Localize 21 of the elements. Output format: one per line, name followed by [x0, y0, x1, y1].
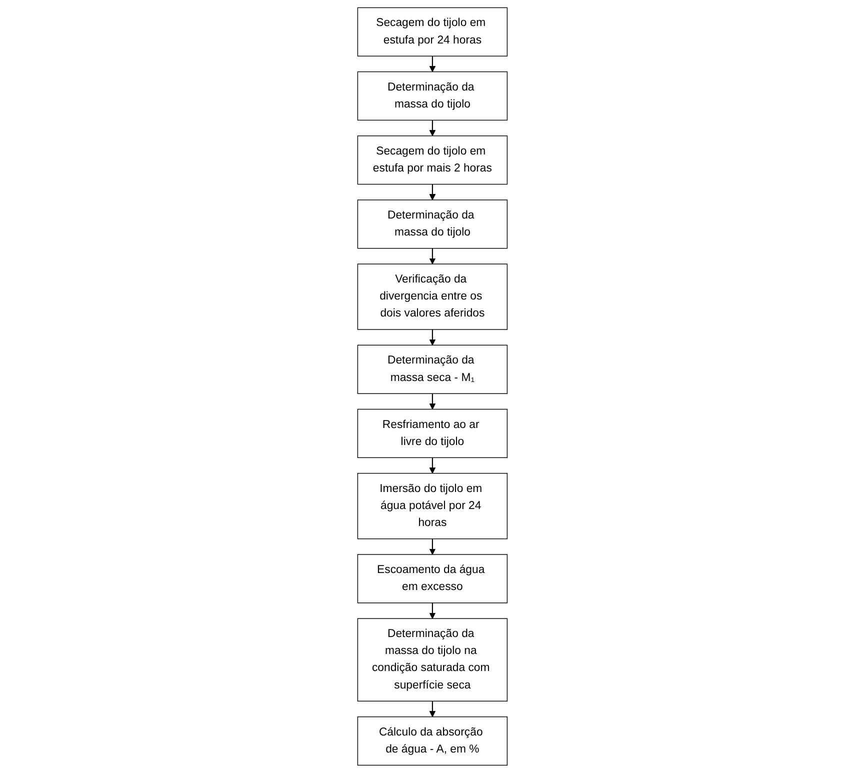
arrow	[428, 538, 436, 555]
arrow	[428, 330, 436, 346]
node-box: Determinação da massa do tijolo	[356, 200, 508, 249]
arrow	[428, 458, 436, 474]
node-box: Escoamento da água em excesso	[356, 554, 508, 604]
arrow	[428, 701, 436, 718]
node-box: Imersão do tijolo em água potável por 24 horas	[356, 473, 508, 540]
arrow	[428, 248, 436, 264]
node-box: Cálculo da absorção de água - A, em %	[356, 716, 508, 766]
node-box: Resfriamento ao ar livre do tijolo	[356, 408, 508, 458]
arrow	[428, 394, 436, 410]
arrow	[428, 56, 436, 72]
node-box: Determinação da massa do tijolo	[356, 71, 508, 121]
arrow	[428, 602, 436, 619]
arrow	[428, 184, 436, 200]
node-box: Determinação da massa do tijolo na condição saturada com superfície seca	[356, 618, 508, 702]
node-box: Verificação da divergencia entre os dois valores aferidos	[356, 264, 508, 330]
node-box: Secagem do tijolo em estufa por mais 2 horas	[356, 136, 508, 185]
arrow	[428, 120, 436, 136]
node-box: Determinação da massa seca - M₁	[356, 344, 508, 394]
node-box: Secagem do tijolo em estufa por 24 horas	[356, 7, 508, 56]
